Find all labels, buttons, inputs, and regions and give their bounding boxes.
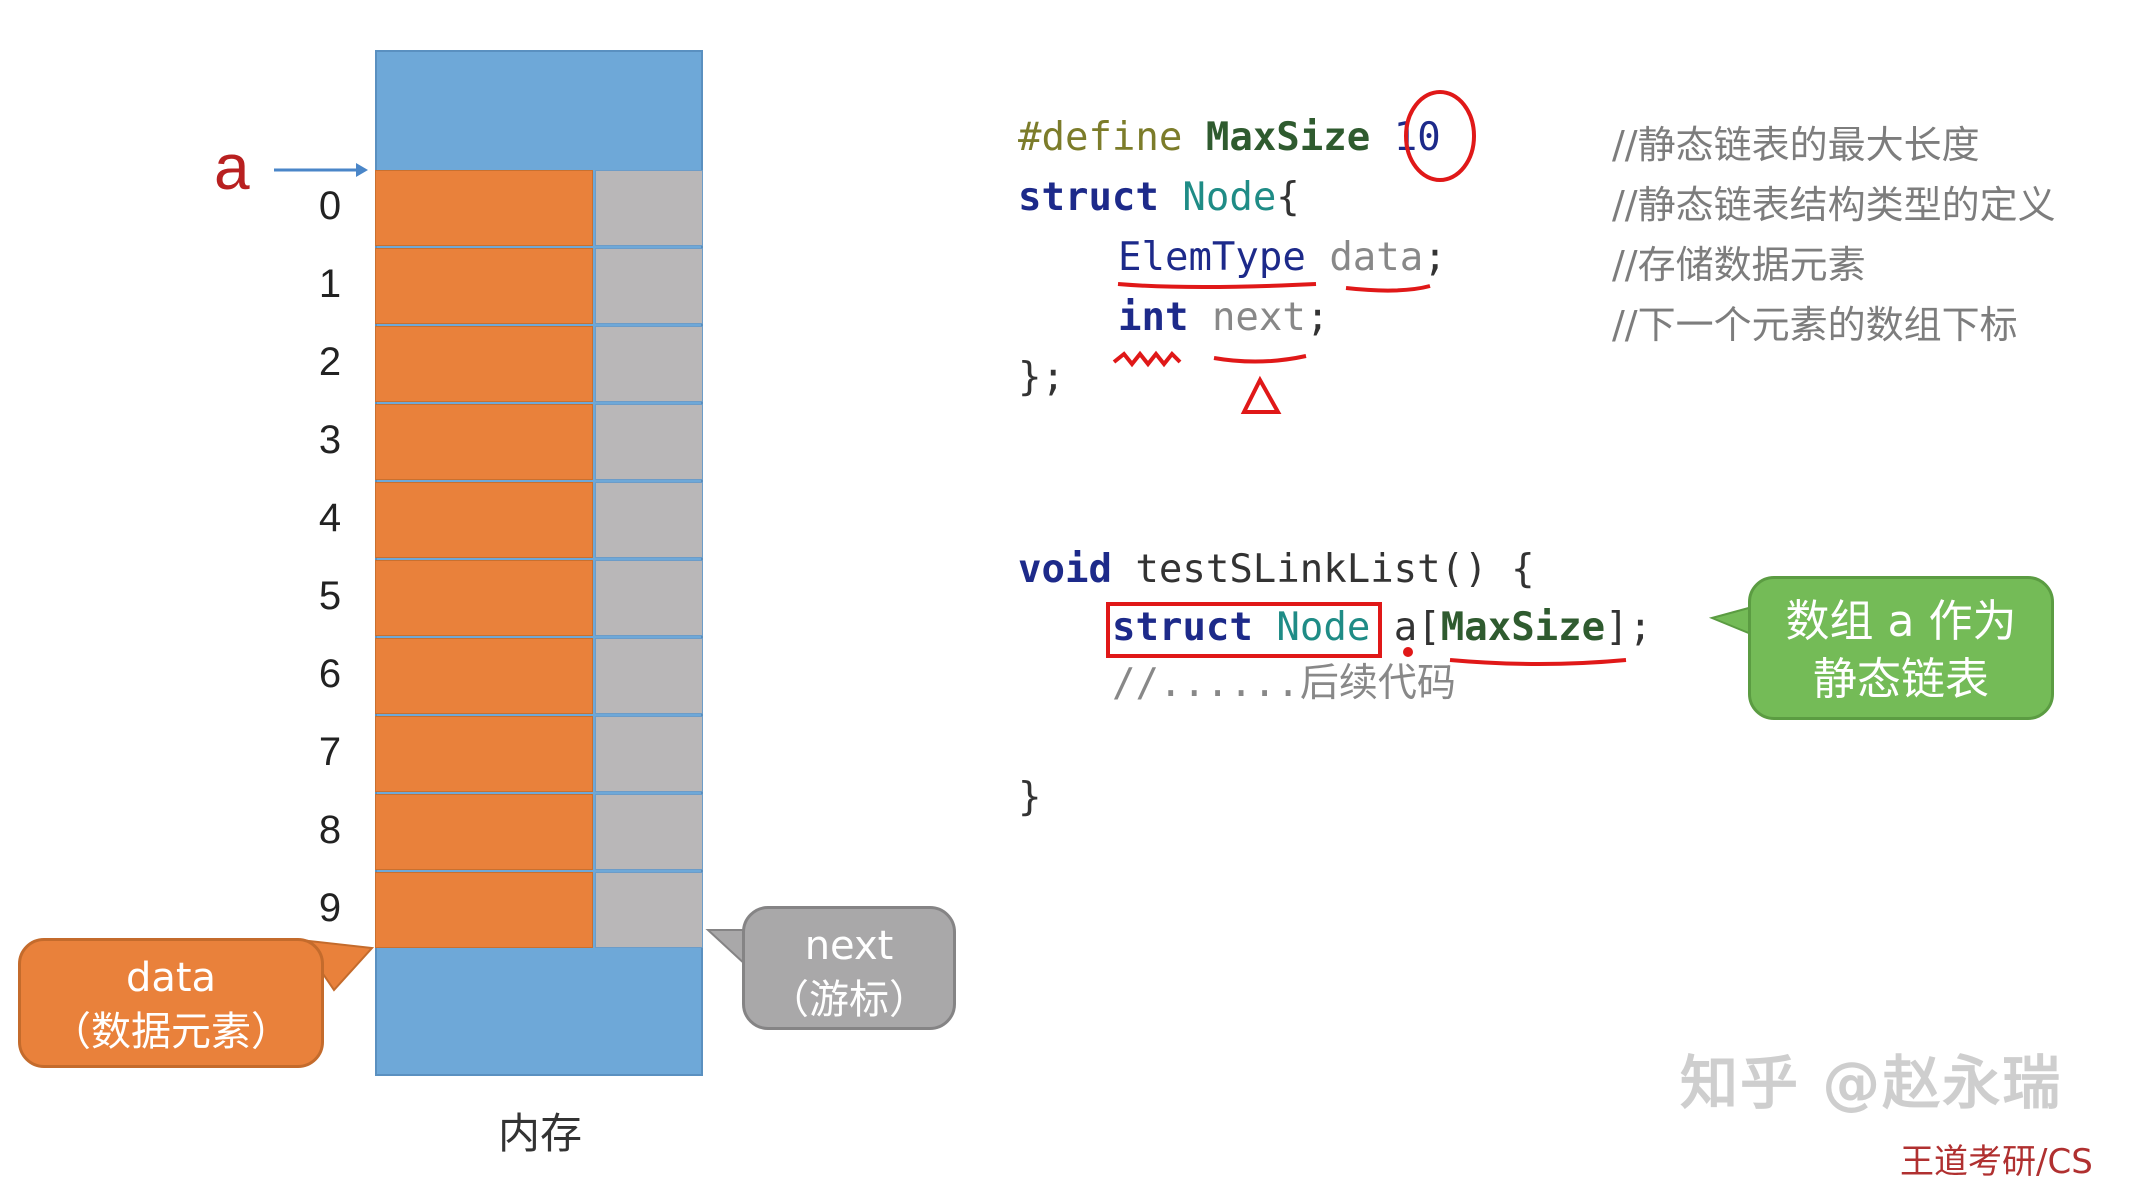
data-cell [375,248,593,324]
decl-var: a [1393,605,1418,650]
array-callout-line1: 数组 a 作为 [1785,596,2017,647]
data-callout-subtitle: （数据元素） [51,1009,291,1055]
comment-data: //存储数据元素 [1612,243,1866,287]
row-index-label: 6 [318,652,342,696]
define-value: 10 [1393,115,1441,160]
data-callout: data （数据元素） [18,938,324,1068]
comment-next: //下一个元素的数组下标 [1612,303,2018,347]
struct-keyword: struct [1018,175,1159,220]
followup-comment-line: //......后续代码 [1112,654,1456,714]
triangle-mark-icon [1240,375,1282,414]
next-cell [595,872,703,948]
watermark: 知乎 @赵永瑞 [1680,1049,2063,1117]
data-cell [375,326,593,402]
data-cell [375,716,593,792]
row-index-label: 9 [318,886,342,930]
next-cell [595,248,703,324]
data-callout-title: data [125,955,217,1001]
field-data-type: ElemType [1118,235,1306,280]
data-cell [375,560,593,636]
footer-tag: 王道考研/CS [1900,1142,2093,1182]
struct-name: Node [1182,175,1277,220]
array-callout-line2: 静态链表 [1813,654,1989,705]
define-name: MaxSize [1205,115,1371,160]
decl-line: struct Node a[MaxSize]; [1112,598,1652,658]
underline-next [1213,354,1307,364]
data-cell [375,170,593,246]
row-index-label: 0 [318,184,342,228]
struct-close-line: }; [1018,355,1065,400]
struct-line: struct Node{ [1018,168,1300,228]
field-data-name: data [1329,235,1424,280]
followup-comment-text: 后续代码 [1299,661,1456,706]
row-index-label: 7 [318,730,342,774]
data-cell [375,404,593,480]
func-close-line: } [1018,775,1042,820]
struct-open: { [1276,175,1300,220]
data-cell [375,794,593,870]
field-next-type: int [1118,295,1189,340]
row-index-label: 4 [318,496,342,540]
decl-size: MaxSize [1440,605,1606,650]
memory-row [375,482,703,560]
field-data-end: ; [1423,235,1447,280]
memory-row [375,326,703,404]
next-cell [595,560,703,636]
pointer-arrow-icon [274,163,368,177]
define-line: #define MaxSize 10 [1018,108,1441,168]
decl-close: ]; [1605,605,1653,650]
row-index-label: 8 [318,808,342,852]
next-cell [595,326,703,402]
next-cell [595,482,703,558]
data-cell [375,872,593,948]
field-next-end: ; [1305,295,1330,340]
data-cell [375,638,593,714]
row-index-label: 3 [318,418,342,462]
next-cell [595,404,703,480]
memory-row [375,794,703,872]
next-cell [595,170,703,246]
memory-row [375,872,703,950]
decl-struct-keyword: struct [1112,605,1253,650]
array-pointer-label: a [214,131,250,203]
memory-row [375,560,703,638]
decl-node-type: Node [1276,605,1371,650]
next-cell [595,794,703,870]
followup-comment-prefix: //...... [1112,661,1300,706]
next-callout-subtitle: （游标） [769,977,929,1023]
decl-open: [ [1417,605,1441,650]
define-directive: #define [1018,115,1183,160]
next-callout-title: next [804,923,894,969]
func-signature: testSLinkList() { [1135,547,1535,592]
memory-row [375,638,703,716]
next-cell [595,716,703,792]
row-index-label: 5 [318,574,342,618]
next-callout: next （游标） [742,906,956,1030]
field-data-line: ElemType data; [1118,228,1447,288]
row-index-label: 1 [318,262,342,306]
comment-maxsize: //静态链表的最大长度 [1612,123,1980,167]
underline-maxsize-array [1449,658,1627,666]
memory-label: 内存 [497,1109,582,1158]
squiggle-int [1112,350,1182,368]
comment-struct: //静态链表结构类型的定义 [1612,183,2056,227]
data-cell [375,482,593,558]
array-callout: 数组 a 作为 静态链表 [1748,576,2054,720]
memory-row [375,170,703,248]
func-line: void testSLinkList() { [1018,540,1535,600]
func-return-type: void [1018,547,1112,592]
field-next-line: int next; [1118,288,1329,348]
memory-row [375,716,703,794]
next-cell [595,638,703,714]
row-index-label: 2 [318,340,342,384]
field-next-name: next [1211,295,1306,340]
memory-row [375,248,703,326]
memory-row [375,404,703,482]
